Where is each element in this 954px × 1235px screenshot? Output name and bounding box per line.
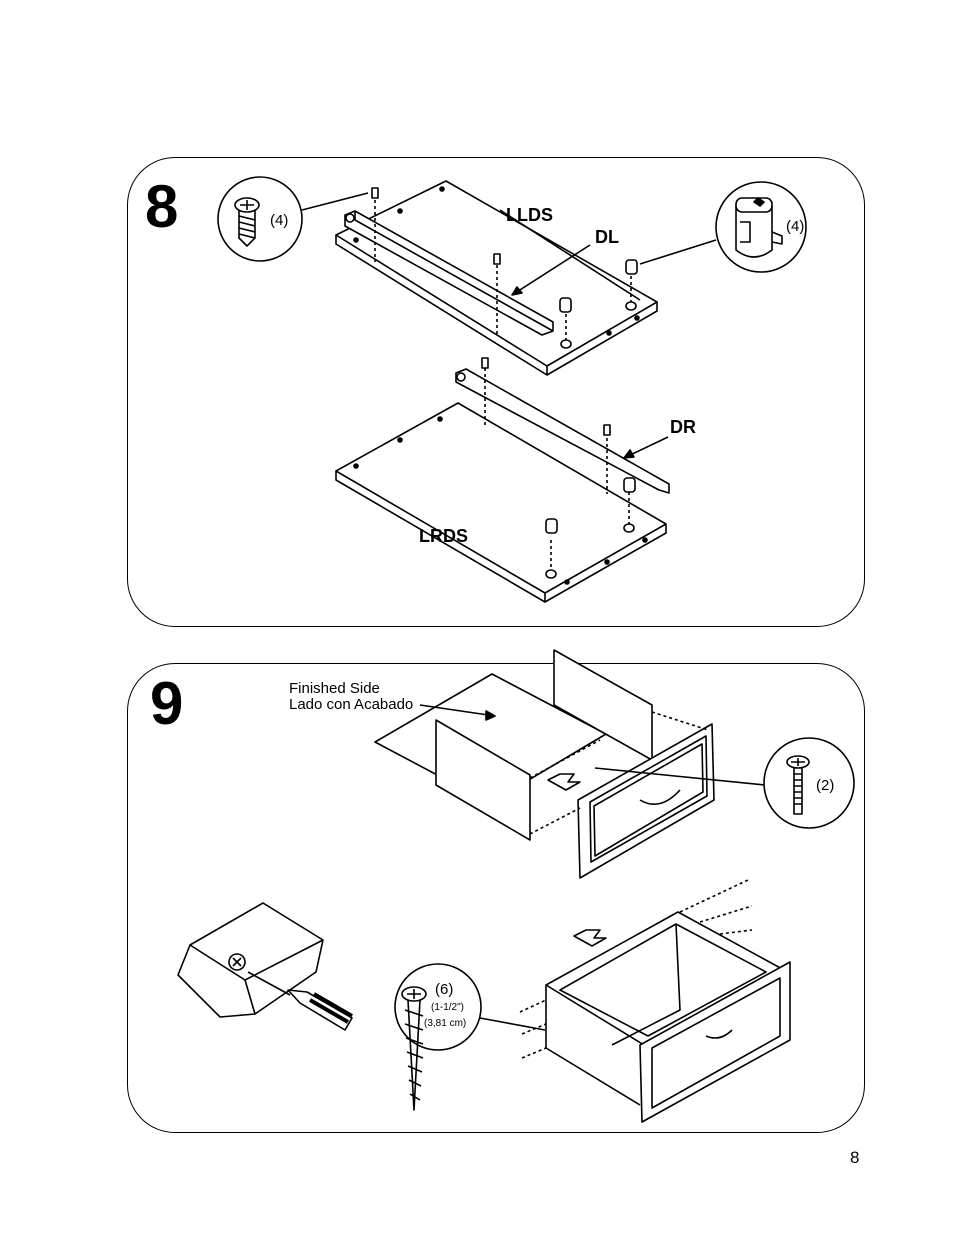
wood-screw-size-cm: (3,81 cm) <box>424 1018 467 1029</box>
panel-llds <box>335 180 658 376</box>
panel-lrds <box>335 357 670 603</box>
bolt-callout <box>763 737 855 829</box>
cam-quantity: (4) <box>786 218 805 235</box>
label-llds: LLDS <box>506 205 553 225</box>
wood-screw-size-in: (1-1/2") <box>431 1002 465 1013</box>
finished-side-label: Finished Side <box>289 680 380 697</box>
label-dl: DL <box>595 227 619 247</box>
bolt-quantity: (2) <box>816 777 835 794</box>
wood-screw-callout <box>394 963 546 1111</box>
step-8-number: 8 <box>145 173 179 240</box>
drawer-assembled <box>519 879 791 1123</box>
page-number: 8 <box>850 1148 860 1167</box>
screw-callout <box>217 176 369 262</box>
label-dr: DR <box>670 417 696 437</box>
cam-callout <box>639 181 807 273</box>
finished-side-label-es: Lado con Acabado <box>289 696 414 713</box>
drawer-exploded <box>374 649 766 879</box>
step-9-number: 9 <box>150 670 184 737</box>
wood-screw-quantity: (6) <box>435 981 454 998</box>
screwdriver-detail <box>177 902 354 1031</box>
screw-quantity: (4) <box>270 212 289 229</box>
label-lrds: LRDS <box>419 526 468 546</box>
